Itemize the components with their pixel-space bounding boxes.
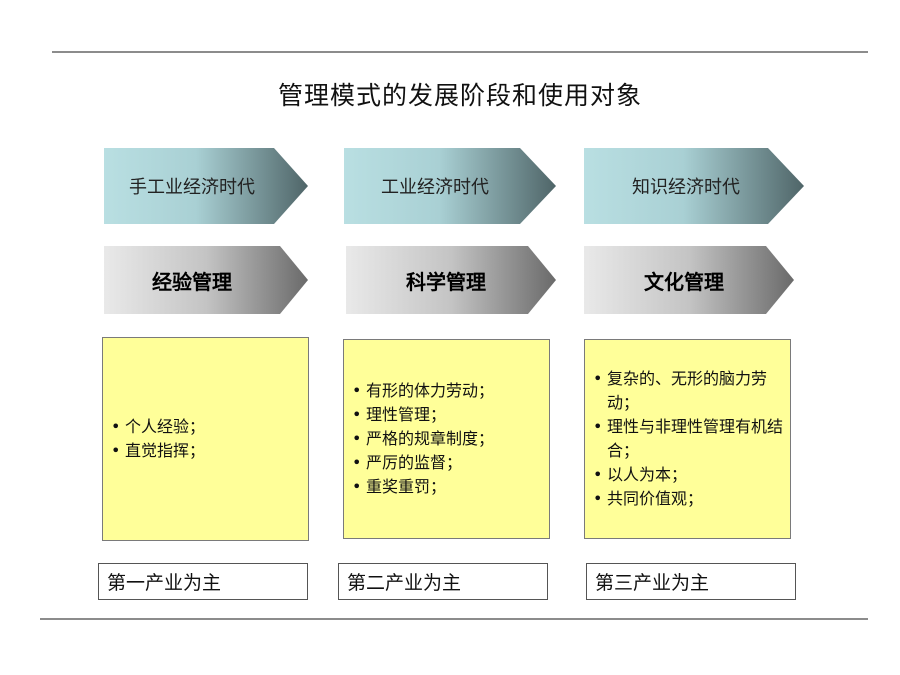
era-arrow-3-shape: [584, 148, 804, 224]
feature-item: 有形的体力劳动；: [352, 379, 543, 403]
feature-list-2: 有形的体力劳动； 理性管理； 严格的规章制度； 严厉的监督； 重奖重罚；: [352, 379, 543, 499]
era-label-1: 手工业经济时代: [129, 177, 255, 198]
feature-item: 重奖重罚；: [352, 475, 543, 499]
mgmt-label-3: 文化管理: [644, 271, 724, 294]
feature-item: 个人经验；: [111, 415, 302, 439]
feature-item: 直觉指挥；: [111, 439, 302, 463]
industry-label-2: 第二产业为主: [338, 563, 548, 600]
era-arrow-2-shape: [344, 148, 556, 224]
bottom-divider: [40, 618, 868, 620]
feature-box-3: 复杂的、无形的脑力劳动； 理性与非理性管理有机结合； 以人为本； 共同价值观；: [584, 339, 791, 539]
feature-item: 复杂的、无形的脑力劳动；: [593, 367, 784, 415]
industry-label-3: 第三产业为主: [586, 563, 796, 600]
mgmt-arrow-1-shape: [104, 246, 308, 314]
mgmt-arrow-3-shape: [584, 246, 794, 314]
era-arrow-1: 手工业经济时代: [104, 148, 308, 224]
mgmt-arrow-2-shape: [346, 246, 556, 314]
mgmt-label-1: 经验管理: [152, 271, 232, 294]
feature-box-2: 有形的体力劳动； 理性管理； 严格的规章制度； 严厉的监督； 重奖重罚；: [343, 339, 550, 539]
era-label-2: 工业经济时代: [381, 177, 489, 198]
era-label-3: 知识经济时代: [632, 177, 740, 198]
top-divider: [52, 51, 868, 53]
era-arrow-1-shape: [104, 148, 308, 224]
industry-label-1: 第一产业为主: [98, 563, 308, 600]
feature-item: 理性与非理性管理有机结合；: [593, 415, 784, 463]
mgmt-arrow-1: 经验管理: [104, 246, 308, 314]
feature-item: 理性管理；: [352, 403, 543, 427]
mgmt-arrow-3: 文化管理: [584, 246, 794, 314]
feature-list-1: 个人经验； 直觉指挥；: [111, 415, 302, 463]
mgmt-arrow-2: 科学管理: [346, 246, 556, 314]
mgmt-label-2: 科学管理: [406, 271, 486, 294]
feature-box-1: 个人经验； 直觉指挥；: [102, 337, 309, 541]
feature-item: 共同价值观；: [593, 487, 784, 511]
era-arrow-3: 知识经济时代: [584, 148, 804, 224]
era-arrow-2: 工业经济时代: [344, 148, 556, 224]
feature-list-3: 复杂的、无形的脑力劳动； 理性与非理性管理有机结合； 以人为本； 共同价值观；: [593, 367, 784, 511]
feature-item: 以人为本；: [593, 463, 784, 487]
feature-item: 严格的规章制度；: [352, 427, 543, 451]
feature-item: 严厉的监督；: [352, 451, 543, 475]
diagram-title: 管理模式的发展阶段和使用对象: [277, 81, 642, 110]
